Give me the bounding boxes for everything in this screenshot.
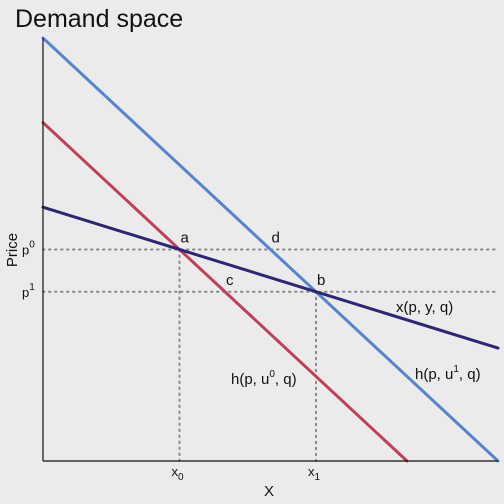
demand-curves xyxy=(41,36,500,463)
curve-label-2: x(p, y, q) xyxy=(396,299,453,316)
curve-label-pre-0: h(p, u xyxy=(415,366,453,383)
point-label-d: d xyxy=(272,230,280,247)
chart-title: Demand space xyxy=(15,5,183,33)
curve-label-post-0: , q) xyxy=(459,366,481,383)
point-label-a: a xyxy=(181,230,190,247)
x-tick-sub-0: 0 xyxy=(178,472,184,483)
y-axis-label: Price xyxy=(4,233,21,267)
curve-label-0: h(p, u1, q) xyxy=(415,364,481,383)
curve-label-post-1: , q) xyxy=(275,371,297,388)
curve-label-pre-2: x(p, y, q) xyxy=(396,299,453,316)
x-tick-label-0: x0 xyxy=(172,464,185,483)
point-labels: a d c b xyxy=(181,230,326,289)
y-tick-sup-1: 1 xyxy=(29,282,35,293)
y-tick-sup-0: 0 xyxy=(29,240,35,251)
point-label-c: c xyxy=(226,272,234,289)
y-tick-base-0: p xyxy=(22,243,29,258)
curve-label-pre-1: h(p, u xyxy=(231,371,269,388)
curve-label-1: h(p, u0, q) xyxy=(231,369,297,388)
y-tick-label-1: p1 xyxy=(22,282,35,300)
curve-label-sup-0: 1 xyxy=(453,364,459,375)
curve-1 xyxy=(41,121,409,463)
axes xyxy=(42,38,498,462)
y-tick-label-0: p0 xyxy=(22,240,35,258)
curve-2 xyxy=(41,205,500,350)
curve-label-sup-1: 0 xyxy=(269,369,275,380)
guide-lines xyxy=(42,248,499,462)
x-tick-base-0: x xyxy=(172,464,179,479)
curve-0 xyxy=(41,36,500,463)
x-tick-base-1: x xyxy=(308,464,315,479)
x-axis-label: X xyxy=(264,483,274,500)
x-tick-sub-1: 1 xyxy=(315,472,321,483)
curve-labels: h(p, u1, q)h(p, u0, q)x(p, y, q) xyxy=(231,299,481,388)
y-tick-base-1: p xyxy=(22,285,29,300)
point-label-b: b xyxy=(317,272,325,289)
x-tick-label-1: x1 xyxy=(308,464,321,483)
